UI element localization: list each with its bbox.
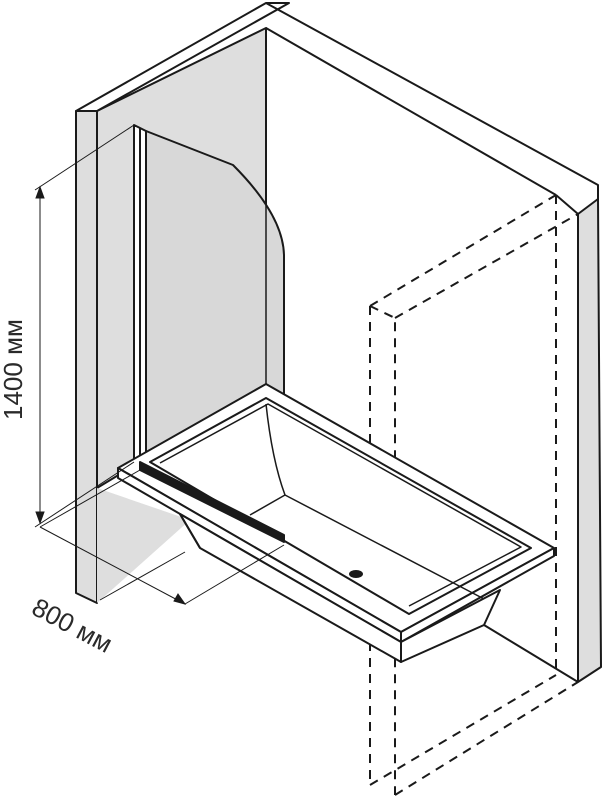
- height-extension-top: [34, 124, 135, 191]
- height-dimension: [34, 124, 135, 528]
- bathtub: [117, 383, 555, 663]
- width-helper-line: [99, 551, 186, 601]
- width-arrow: [173, 593, 187, 605]
- height-arrow-top: [35, 185, 45, 199]
- width-dimension: [39, 469, 285, 605]
- dashed-wall-outline: [369, 194, 579, 796]
- width-label: 800 мм: [27, 592, 117, 659]
- height-arrow-bottom: [35, 511, 45, 525]
- height-label: 1400 мм: [0, 319, 28, 420]
- width-extension-right: [184, 544, 285, 605]
- height-extension-bottom: [34, 461, 135, 528]
- width-extension-left: [39, 469, 141, 528]
- width-dimension-line: [39, 526, 186, 605]
